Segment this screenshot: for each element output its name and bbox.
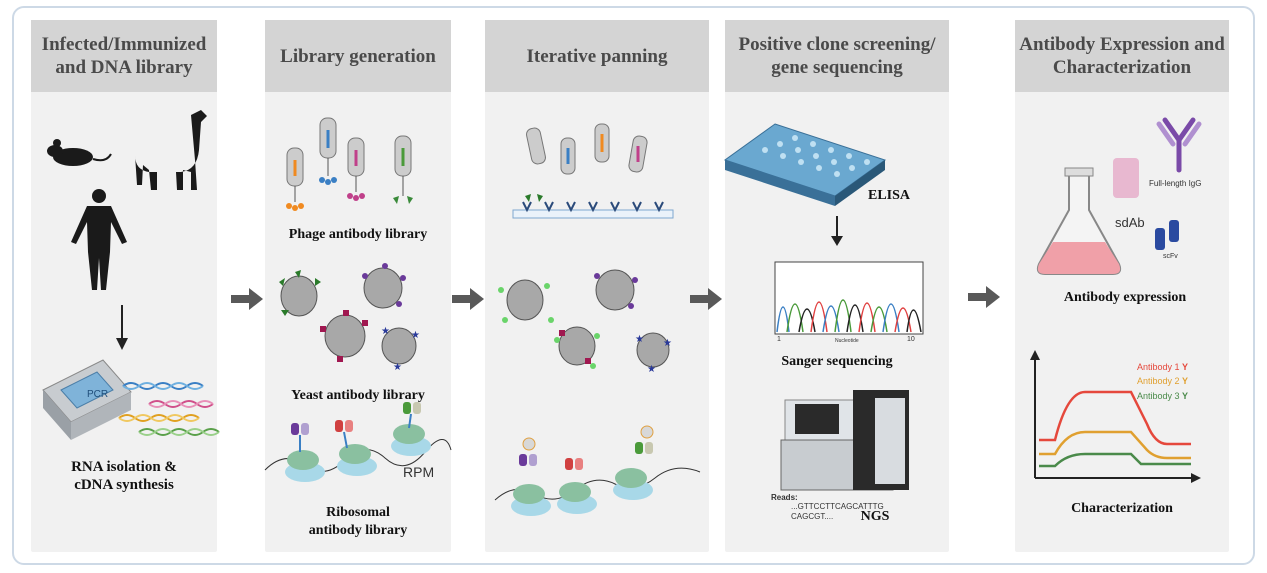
- ngs-sequencer-icon: [780, 390, 909, 491]
- svg-text:★: ★: [663, 338, 672, 349]
- antibody-2-label: Antibody 2 Y: [1137, 376, 1188, 386]
- panel-title: Antibody Expression and Characterization: [1019, 34, 1225, 78]
- antibody-2-name: Antibody 2: [1137, 376, 1180, 386]
- antibody-3-icon: Y: [1182, 391, 1189, 401]
- expression-label: Antibody expression: [1063, 290, 1187, 305]
- antibody-2-icon: Y: [1182, 376, 1189, 386]
- flow-arrow-3: [690, 288, 722, 310]
- panel2-art: ★ ★ ★: [264, 117, 452, 482]
- panel-header: Antibody Expression and Characterization: [1015, 20, 1229, 92]
- panel-title: Library generation: [280, 45, 436, 67]
- scfv-icon: [1155, 220, 1179, 250]
- panning-ribosome-icon: [494, 425, 701, 516]
- pcr-label: PCR: [87, 389, 108, 400]
- rna-isolation-label: RNA isolation & cDNA synthesis: [71, 459, 177, 493]
- flow-arrow-1: [231, 288, 263, 310]
- scfv-label: scFv: [1163, 253, 1178, 260]
- panel-iterative-panning: Iterative panning ★ ★ ★: [485, 20, 709, 552]
- panel-header: Iterative panning: [485, 20, 709, 92]
- reads-label: Reads:: [771, 493, 798, 502]
- svg-text:★: ★: [647, 364, 656, 375]
- phage-library-label: Phage antibody library: [288, 227, 428, 242]
- axis-end-label: 10: [907, 336, 915, 343]
- panel-header: Library generation: [265, 20, 451, 92]
- mouse-icon: [47, 139, 112, 166]
- panning-yeast-icon: ★ ★ ★: [498, 269, 672, 375]
- panel-library-generation: Library generation: [264, 20, 452, 552]
- panel5-art: [1030, 117, 1202, 483]
- flow-arrow-2: [452, 288, 484, 310]
- elisa-label: ELISA: [867, 188, 911, 203]
- panel-header: Positive clone screening/ gene sequencin…: [725, 20, 949, 92]
- antibody-3-label: Antibody 3 Y: [1137, 391, 1188, 401]
- axis-start-label: 1: [777, 336, 781, 343]
- rpm-label: RPM: [403, 464, 435, 480]
- panel-title: Positive clone screening/ gene sequencin…: [738, 34, 936, 78]
- panel4-art: [723, 123, 924, 491]
- diagram-frame: [12, 6, 1255, 565]
- characterization-chart-icon: [1030, 350, 1201, 483]
- antibody-1-name: Antibody 1: [1137, 362, 1180, 372]
- ribosome-icon: [264, 402, 452, 482]
- ribosomal-library-label: Ribosomal antibody library: [308, 505, 408, 538]
- panel3-art: ★ ★ ★: [494, 123, 701, 516]
- ngs-label: NGS: [860, 509, 890, 524]
- antibody-1-label: Antibody 1 Y: [1137, 362, 1188, 372]
- flow-arrow-4: [968, 286, 1000, 308]
- svg-text:★: ★: [381, 326, 390, 337]
- axis-mid-label: Nucleotide: [835, 338, 859, 344]
- svg-text:★: ★: [411, 330, 420, 341]
- sanger-label: Sanger sequencing: [781, 354, 893, 369]
- sdab-icon: [1113, 158, 1139, 198]
- sdab-label: sdAb: [1115, 215, 1145, 230]
- panning-phage-icon: [512, 123, 674, 219]
- antibody-3-name: Antibody 3: [1137, 391, 1180, 401]
- yeast-library-label: Yeast antibody library: [291, 388, 425, 403]
- svg-text:★: ★: [393, 362, 402, 373]
- panel-screening-sequencing: Positive clone screening/ gene sequencin…: [723, 20, 949, 552]
- panel1-art: PCR: [42, 110, 220, 440]
- pcr-machine-icon: [42, 359, 132, 440]
- flask-icon: [1036, 167, 1122, 275]
- human-icon: [71, 189, 127, 290]
- igg-icon: [1156, 117, 1202, 173]
- elisa-plate-icon: [723, 123, 887, 206]
- svg-text:★: ★: [635, 334, 644, 345]
- sanger-chromatogram-icon: [774, 261, 924, 335]
- phage-icon: [286, 117, 413, 211]
- antibody-1-icon: Y: [1182, 362, 1189, 372]
- panel-infected-immunized: Infected/Immunized and DNA library PCR: [31, 20, 220, 552]
- dna-strands-icon: [118, 382, 220, 436]
- igg-label: Full-length IgG: [1149, 179, 1202, 188]
- panel-header: Infected/Immunized and DNA library: [31, 20, 217, 92]
- yeast-icon: ★ ★ ★: [279, 263, 420, 373]
- panel-title: Infected/Immunized and DNA library: [41, 34, 207, 78]
- characterization-label: Characterization: [1071, 501, 1173, 516]
- llama-icon: [135, 110, 207, 190]
- panel-expression-characterization: Antibody Expression and Characterization: [1015, 20, 1229, 552]
- reads-sequence: ...GTTCCTTCAGCATTTG CAGCGT....: [791, 502, 884, 521]
- panel-title: Iterative panning: [526, 45, 668, 67]
